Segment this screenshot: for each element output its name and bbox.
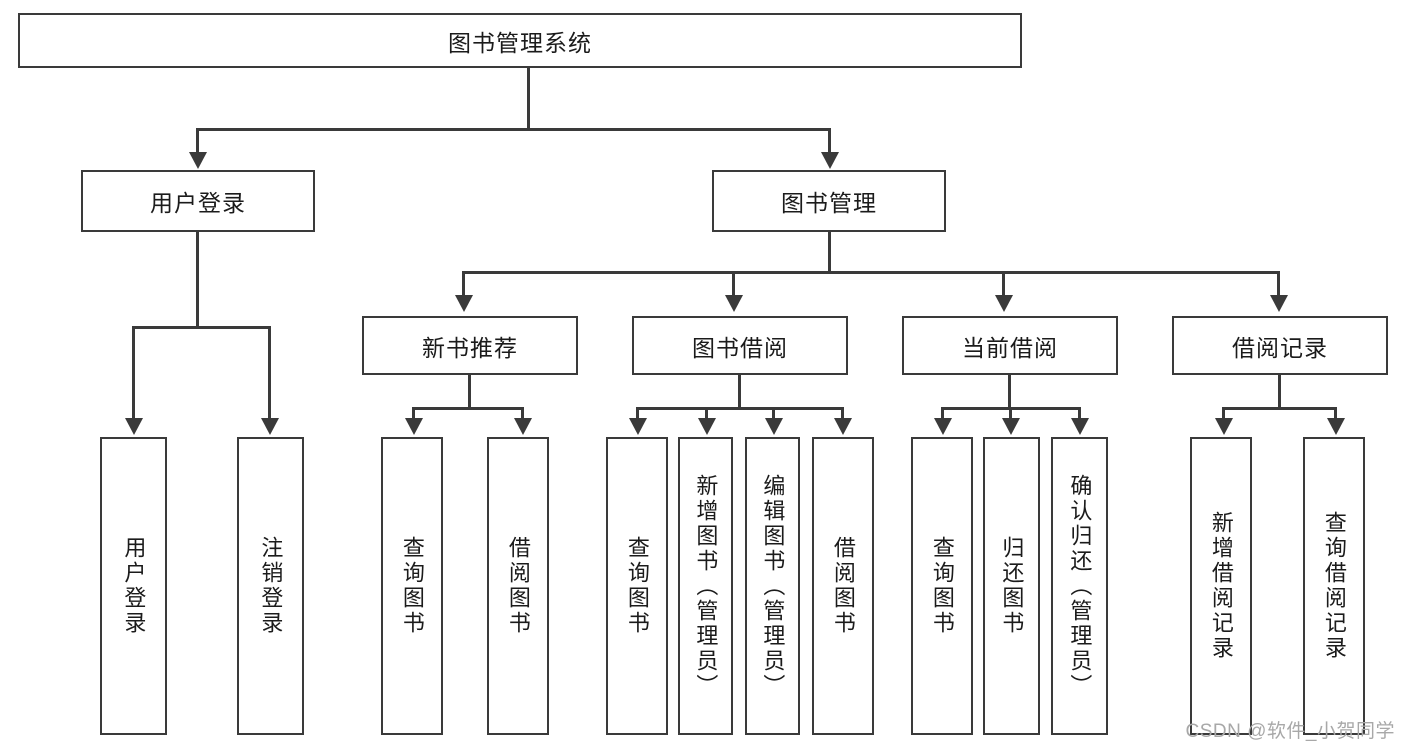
arrow-root-to-user-login bbox=[189, 152, 207, 169]
node-label: 查询图书 bbox=[399, 536, 425, 636]
connector-user-login-stem bbox=[196, 232, 199, 328]
connector-nbr-bar bbox=[412, 407, 524, 410]
node-leaf-user-login[interactable]: 用户登录 bbox=[100, 437, 167, 735]
connector-root-to-user-login bbox=[196, 128, 199, 153]
node-current-borrow[interactable]: 当前借阅 bbox=[902, 316, 1118, 375]
connector-cb-drop-1 bbox=[941, 407, 944, 419]
arrow-to-current-borrow bbox=[995, 295, 1013, 312]
connector-bb-drop-3 bbox=[772, 407, 775, 419]
node-leaf-query-book-2[interactable]: 查询图书 bbox=[606, 437, 668, 735]
watermark-text: CSDN @软件_小贺同学 bbox=[1185, 721, 1395, 742]
node-label: 归还图书 bbox=[999, 536, 1025, 636]
node-root-system[interactable]: 图书管理系统 bbox=[18, 13, 1022, 68]
arrow-to-leaf-edit-book bbox=[765, 418, 783, 435]
node-leaf-query-book-3[interactable]: 查询图书 bbox=[911, 437, 973, 735]
arrow-to-leaf-confirm-return bbox=[1071, 418, 1089, 435]
arrow-to-leaf-query-book-1 bbox=[405, 418, 423, 435]
connector-bm-drop-3 bbox=[1002, 271, 1005, 296]
connector-book-manage-bar bbox=[462, 271, 1280, 274]
connector-br-bar bbox=[1222, 407, 1337, 410]
connector-bm-drop-4 bbox=[1277, 271, 1280, 296]
node-label: 新书推荐 bbox=[422, 334, 518, 361]
node-borrow-record[interactable]: 借阅记录 bbox=[1172, 316, 1388, 375]
node-label: 编辑图书（管理员） bbox=[760, 473, 786, 699]
connector-root-to-book-manage bbox=[828, 128, 831, 153]
arrow-to-borrow-record bbox=[1270, 295, 1288, 312]
arrow-to-leaf-borrow-book-1 bbox=[514, 418, 532, 435]
node-label: 查询图书 bbox=[624, 536, 650, 636]
node-label: 新增借阅记录 bbox=[1208, 511, 1234, 661]
connector-cb-drop-3 bbox=[1078, 407, 1081, 419]
connector-book-manage-stem bbox=[828, 232, 831, 272]
arrow-to-leaf-logout bbox=[261, 418, 279, 435]
node-leaf-confirm-return[interactable]: 确认归还（管理员） bbox=[1051, 437, 1108, 735]
node-book-borrow[interactable]: 图书借阅 bbox=[632, 316, 848, 375]
node-label: 当前借阅 bbox=[962, 334, 1058, 361]
arrow-to-leaf-add-book bbox=[698, 418, 716, 435]
arrow-to-leaf-query-borrow-record bbox=[1327, 418, 1345, 435]
node-leaf-add-borrow-record[interactable]: 新增借阅记录 bbox=[1190, 437, 1252, 735]
connector-user-login-drop-1 bbox=[132, 326, 135, 419]
node-book-manage[interactable]: 图书管理 bbox=[712, 170, 946, 232]
node-label: 借阅图书 bbox=[830, 536, 856, 636]
connector-root-stem bbox=[527, 68, 530, 128]
node-label: 借阅图书 bbox=[505, 536, 531, 636]
node-leaf-return-book[interactable]: 归还图书 bbox=[983, 437, 1040, 735]
node-label: 确认归还（管理员） bbox=[1067, 473, 1093, 699]
arrow-to-leaf-add-borrow-record bbox=[1215, 418, 1233, 435]
connector-bm-drop-1 bbox=[462, 271, 465, 296]
node-leaf-logout[interactable]: 注销登录 bbox=[237, 437, 304, 735]
connector-bb-bar bbox=[636, 407, 844, 410]
connector-bb-drop-2 bbox=[705, 407, 708, 419]
connector-nbr-drop-2 bbox=[521, 407, 524, 419]
node-new-book-recommend[interactable]: 新书推荐 bbox=[362, 316, 578, 375]
node-leaf-borrow-book-2[interactable]: 借阅图书 bbox=[812, 437, 874, 735]
node-label: 借阅记录 bbox=[1232, 334, 1328, 361]
node-label: 新增图书（管理员） bbox=[693, 473, 719, 699]
node-label: 查询借阅记录 bbox=[1321, 511, 1347, 661]
node-label: 用户登录 bbox=[121, 536, 147, 636]
node-leaf-edit-book[interactable]: 编辑图书（管理员） bbox=[745, 437, 800, 735]
arrow-root-to-book-manage bbox=[821, 152, 839, 169]
connector-bb-drop-1 bbox=[636, 407, 639, 419]
connector-cb-drop-2 bbox=[1009, 407, 1012, 419]
connector-nbr-stem bbox=[468, 375, 471, 409]
arrow-to-book-borrow bbox=[725, 295, 743, 312]
node-label: 注销登录 bbox=[258, 536, 284, 636]
connector-br-stem bbox=[1278, 375, 1281, 409]
arrow-to-leaf-return-book bbox=[1002, 418, 1020, 435]
arrow-to-leaf-borrow-book-2 bbox=[834, 418, 852, 435]
node-leaf-query-book-1[interactable]: 查询图书 bbox=[381, 437, 443, 735]
arrow-to-leaf-query-book-2 bbox=[629, 418, 647, 435]
node-leaf-add-book[interactable]: 新增图书（管理员） bbox=[678, 437, 733, 735]
connector-cb-stem bbox=[1008, 375, 1011, 409]
connector-br-drop-1 bbox=[1222, 407, 1225, 419]
node-label: 用户登录 bbox=[150, 190, 246, 216]
connector-root-bar bbox=[196, 128, 831, 131]
arrow-to-leaf-user-login bbox=[125, 418, 143, 435]
connector-user-login-drop-2 bbox=[268, 326, 271, 419]
node-label: 图书管理系统 bbox=[448, 29, 592, 56]
connector-bm-drop-2 bbox=[732, 271, 735, 296]
connector-nbr-drop-1 bbox=[412, 407, 415, 419]
node-label: 图书借阅 bbox=[692, 334, 788, 361]
connector-bb-stem bbox=[738, 375, 741, 409]
node-leaf-query-borrow-record[interactable]: 查询借阅记录 bbox=[1303, 437, 1365, 735]
node-label: 查询图书 bbox=[929, 536, 955, 636]
connector-user-login-bar bbox=[132, 326, 271, 329]
arrow-to-new-book-recommend bbox=[455, 295, 473, 312]
connector-bb-drop-4 bbox=[841, 407, 844, 419]
node-label: 图书管理 bbox=[781, 190, 877, 216]
arrow-to-leaf-query-book-3 bbox=[934, 418, 952, 435]
node-leaf-borrow-book-1[interactable]: 借阅图书 bbox=[487, 437, 549, 735]
connector-br-drop-2 bbox=[1334, 407, 1337, 419]
node-user-login[interactable]: 用户登录 bbox=[81, 170, 315, 232]
